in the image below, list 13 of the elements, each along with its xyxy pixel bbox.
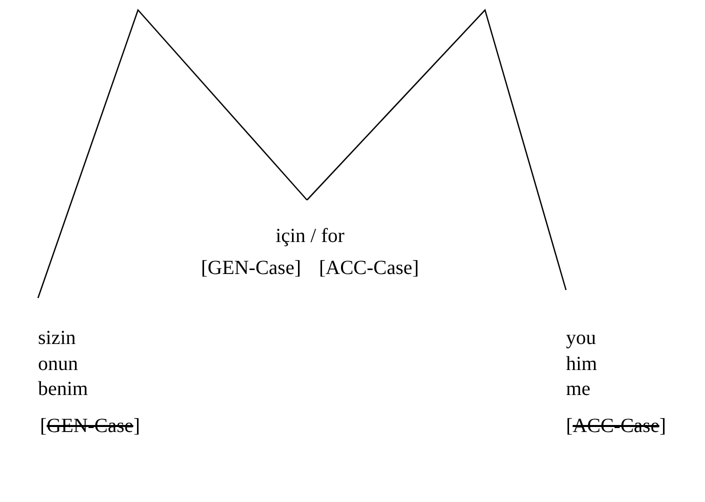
word-text: sizin — [38, 326, 76, 351]
struck-case-label: [ACC-Case] — [566, 414, 666, 438]
word-text: benim — [38, 377, 88, 402]
word-text: me — [566, 377, 590, 402]
tree-branch-line — [306, 8, 567, 290]
word-text: you — [566, 326, 596, 351]
word-text: onun — [38, 352, 78, 376]
case-label: [GEN-Case] — [201, 256, 301, 280]
tree-branch-line — [37, 8, 308, 298]
word-text: him — [566, 352, 598, 376]
struck-case-label: [GEN-Case] — [40, 414, 140, 438]
case-label: [ACC-Case] — [318, 256, 419, 280]
word-text: için / for — [276, 224, 344, 249]
